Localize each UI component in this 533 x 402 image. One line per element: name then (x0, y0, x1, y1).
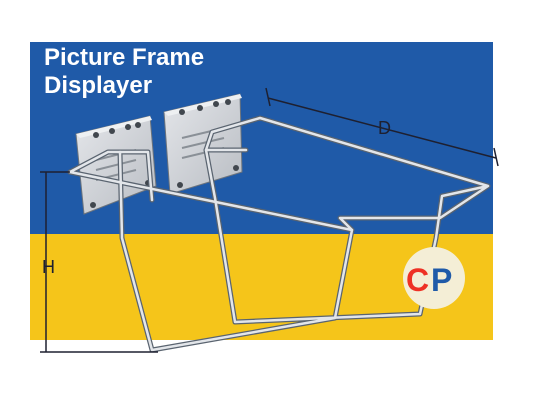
height-label: H (42, 257, 55, 277)
title-line-1: Picture Frame (44, 44, 205, 71)
wire-frame (67, 115, 491, 353)
title-line-2: Displayer (44, 72, 153, 99)
product-title: Picture Frame Displayer (44, 44, 204, 100)
left-mounting-plate (75, 115, 157, 215)
svg-text:P: P (431, 262, 452, 298)
height-dimension-line (40, 171, 158, 353)
cp-logo: C P (403, 247, 465, 309)
right-mounting-plate (163, 93, 243, 195)
depth-label: D (378, 118, 391, 138)
svg-text:C: C (406, 262, 429, 298)
depth-dimension-line (265, 87, 499, 167)
